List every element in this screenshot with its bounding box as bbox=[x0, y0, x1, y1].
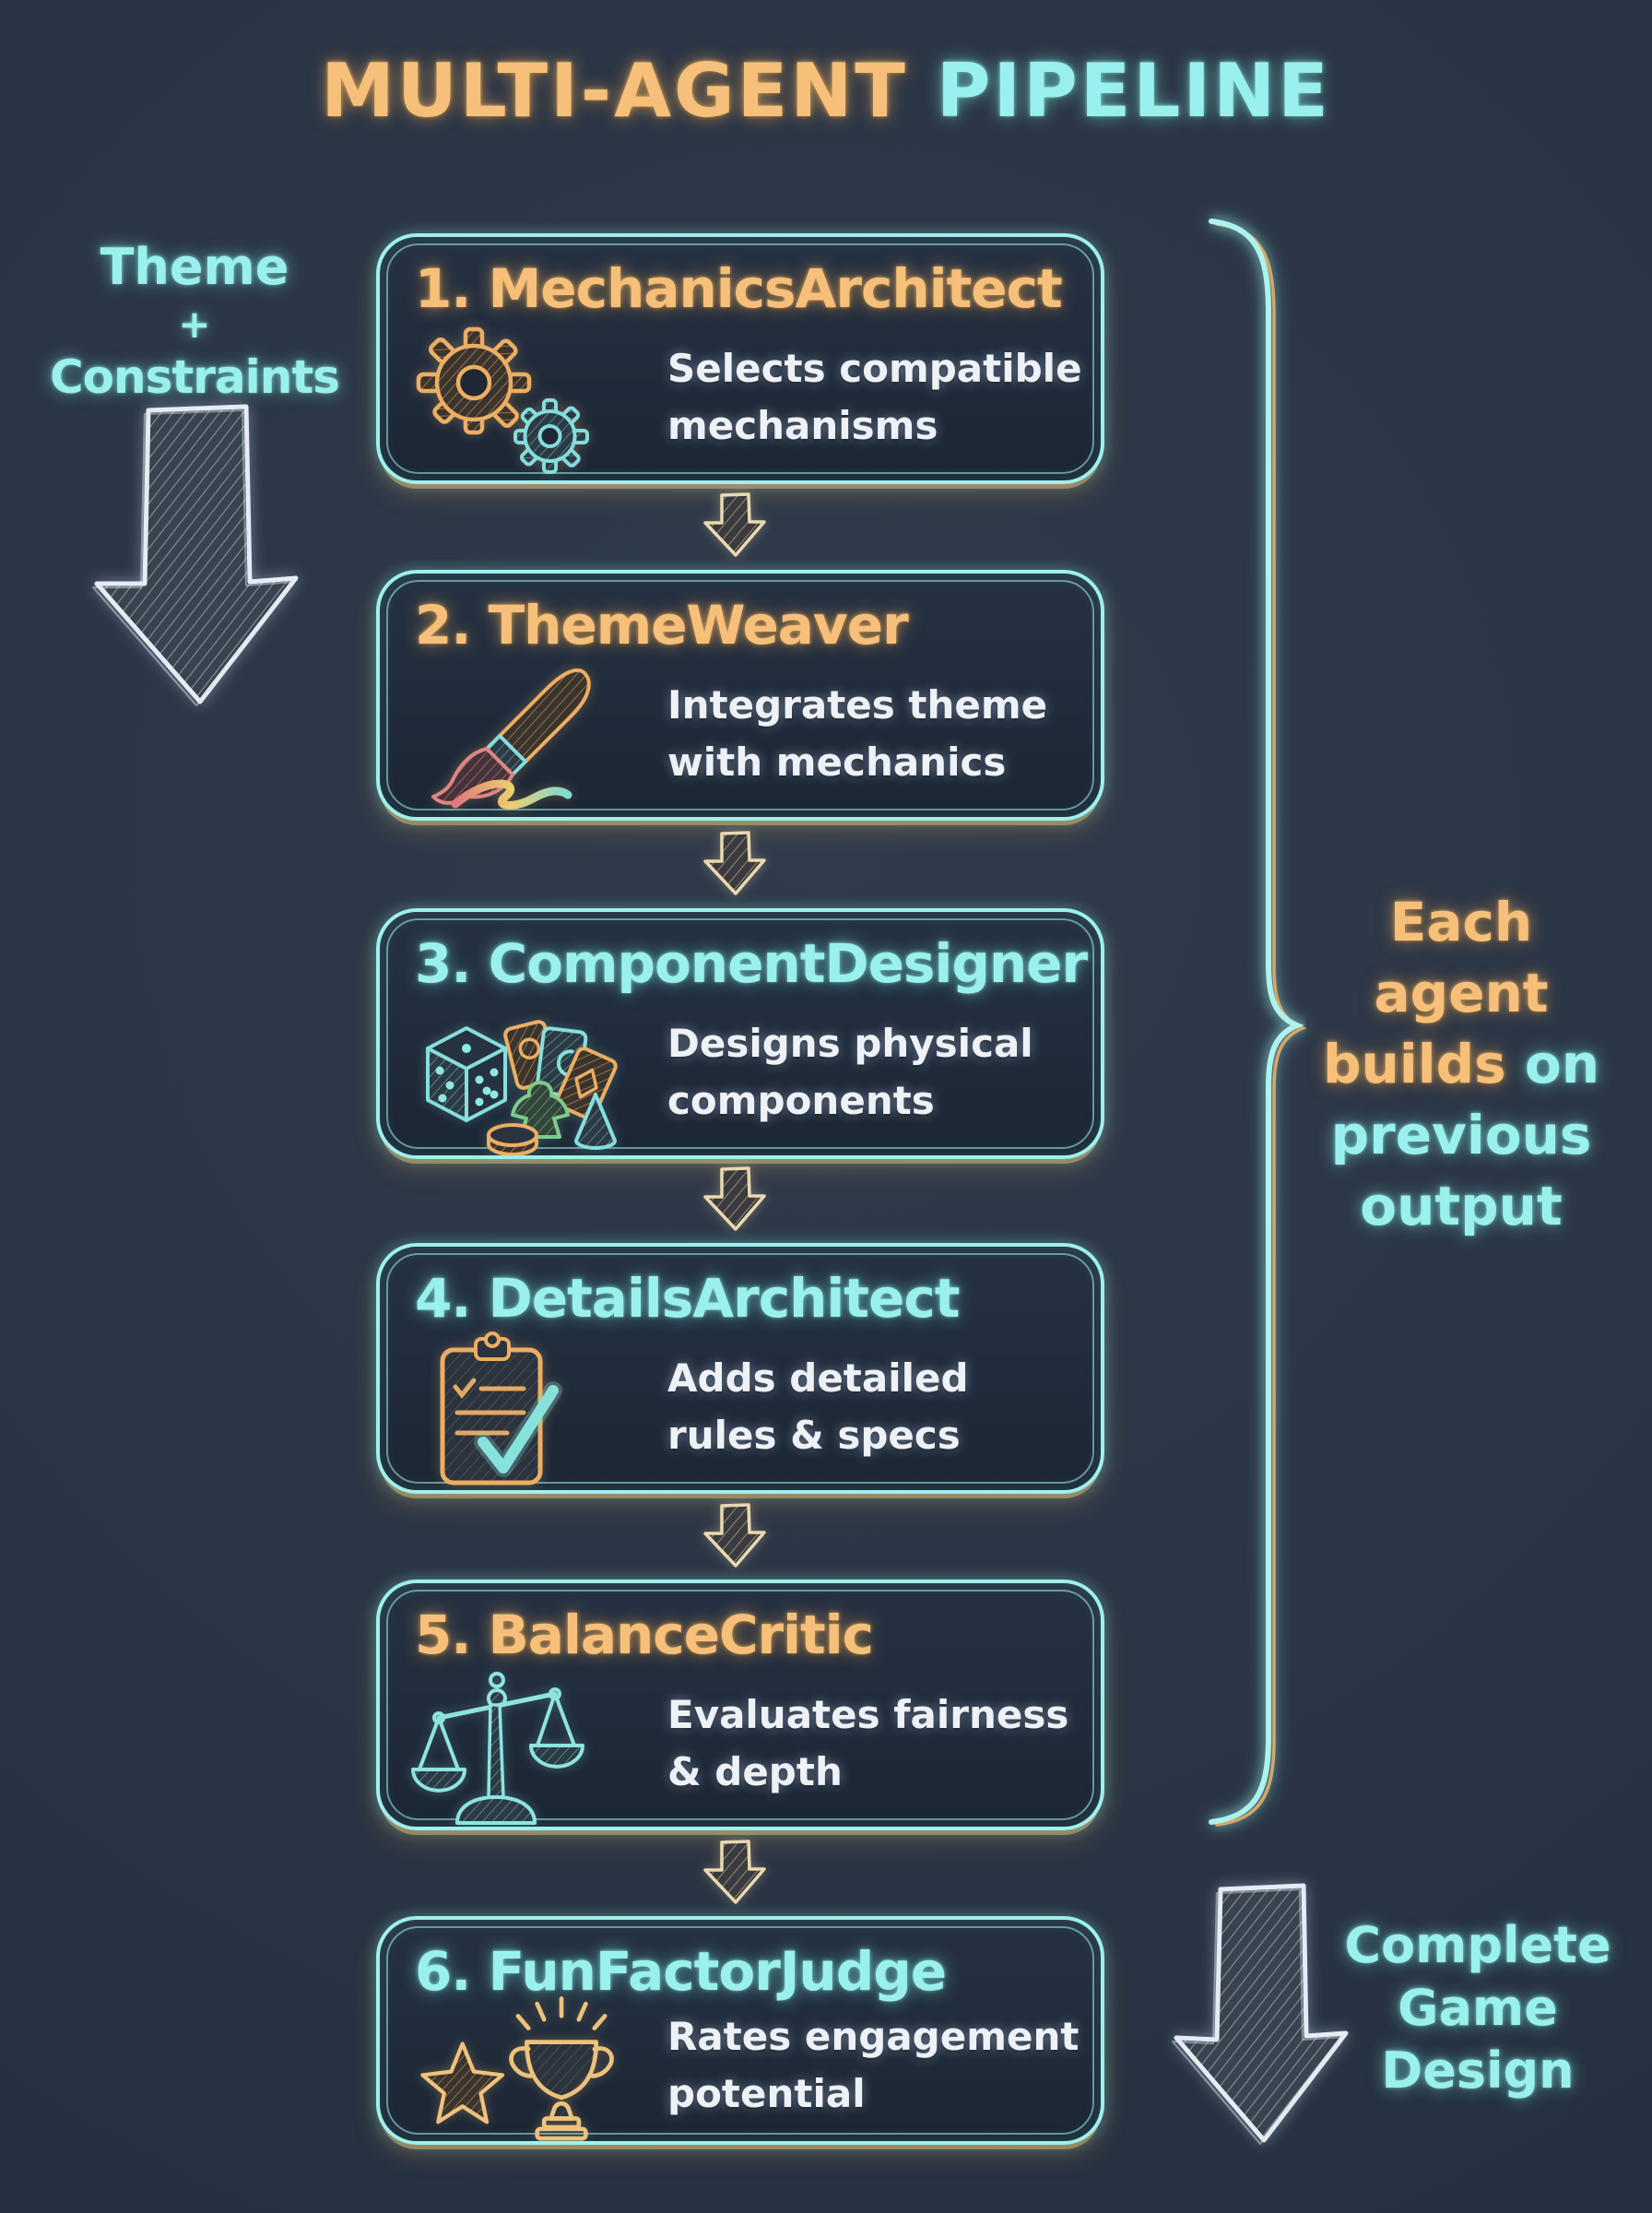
agent-box-themeweaver: 2. ThemeWeaver Integrates theme with mec… bbox=[376, 570, 1104, 821]
agent-desc-line1: Selects compatible bbox=[667, 346, 1082, 391]
agent-name: BalanceCritic bbox=[488, 1604, 874, 1666]
agent-description: Rates engagement potential bbox=[667, 2008, 1079, 2123]
input-note: Theme + Constraints bbox=[15, 238, 374, 404]
game-components-icon bbox=[426, 1020, 618, 1155]
agent-title: 6. FunFactorJudge bbox=[415, 1940, 947, 2003]
brace-note-line4: previous bbox=[1330, 1104, 1592, 1166]
agent-name: DetailsArchitect bbox=[488, 1267, 961, 1330]
agent-number: 3. bbox=[415, 932, 471, 995]
input-note-plus: + bbox=[178, 302, 211, 347]
output-note-line1: Complete bbox=[1344, 1916, 1611, 1974]
output-note-line3: Design bbox=[1381, 2041, 1575, 2100]
input-note-line2: Constraints bbox=[49, 350, 340, 404]
agent-box-detailsarchitect: 4. DetailsArchitect Adds detailed rules … bbox=[376, 1243, 1104, 1494]
agent-desc-line1: Rates engagement bbox=[667, 2014, 1080, 2059]
brace-note-line3: builds on bbox=[1291, 1029, 1632, 1100]
agent-description: Adds detailed rules & specs bbox=[667, 1350, 969, 1464]
output-note: Complete Game Design bbox=[1335, 1914, 1621, 2102]
agent-desc-line1: Evaluates fairness bbox=[667, 1692, 1069, 1737]
agent-number: 4. bbox=[415, 1267, 471, 1330]
gears-icon bbox=[416, 326, 589, 474]
input-arrow-icon bbox=[91, 404, 299, 707]
brace-note: Each agent builds on previous output bbox=[1291, 887, 1632, 1242]
agent-desc-line2: with mechanics bbox=[667, 740, 1007, 785]
agent-title: 4. DetailsArchitect bbox=[415, 1267, 961, 1330]
agent-name: ThemeWeaver bbox=[488, 594, 909, 657]
agent-box-componentdesigner: 3. ComponentDesigner bbox=[376, 908, 1104, 1159]
title-left: MULTI-AGENT bbox=[321, 48, 908, 134]
agent-desc-line1: Integrates theme bbox=[667, 682, 1048, 728]
agent-box-funfactorjudge: 6. FunFactorJudge Rates engagement bbox=[376, 1916, 1104, 2145]
agent-number: 2. bbox=[415, 594, 471, 657]
agent-desc-line2: rules & specs bbox=[667, 1413, 961, 1458]
agent-description: Evaluates fairness & depth bbox=[667, 1686, 1068, 1801]
paintbrush-icon bbox=[431, 668, 591, 810]
agent-description: Selects compatible mechanisms bbox=[667, 340, 1082, 455]
balance-scale-icon bbox=[411, 1672, 584, 1825]
agent-name: FunFactorJudge bbox=[488, 1940, 947, 2003]
agent-desc-line2: components bbox=[667, 1078, 935, 1123]
agent-number: 1. bbox=[415, 257, 471, 320]
clipboard-icon bbox=[440, 1331, 562, 1485]
page-title: MULTI-AGENT PIPELINE bbox=[0, 48, 1652, 134]
agent-desc-line2: potential bbox=[667, 2071, 866, 2116]
brace-note-line1: Each bbox=[1389, 891, 1533, 953]
brace-icon bbox=[1209, 215, 1313, 1828]
flow-arrow-icon bbox=[703, 831, 766, 895]
flow-arrow-icon bbox=[703, 1840, 766, 1904]
agent-title: 3. ComponentDesigner bbox=[415, 932, 1088, 995]
agent-number: 5. bbox=[415, 1604, 471, 1666]
flow-arrow-icon bbox=[703, 492, 766, 557]
agent-box-balancecritic: 5. BalanceCritic Evaluates fairness & de… bbox=[376, 1580, 1104, 1830]
agent-description: Integrates theme with mechanics bbox=[667, 677, 1047, 791]
agent-number: 6. bbox=[415, 1940, 471, 2003]
title-right: PIPELINE bbox=[936, 48, 1331, 134]
agent-box-mechanicsarchitect: 1. MechanicsArchitect Selects co bbox=[376, 233, 1104, 484]
output-arrow-icon bbox=[1171, 1883, 1349, 2146]
flow-arrow-icon bbox=[703, 1503, 766, 1568]
flow-arrow-icon bbox=[703, 1166, 766, 1231]
brace-note-line2: agent bbox=[1374, 962, 1549, 1024]
input-note-line1: Theme bbox=[100, 238, 289, 296]
brace-note-line3-cyan: on bbox=[1524, 1033, 1599, 1095]
star-trophy-icon bbox=[420, 1996, 614, 2141]
agent-desc-line1: Designs physical bbox=[667, 1021, 1033, 1066]
agent-name: ComponentDesigner bbox=[488, 932, 1088, 995]
agent-desc-line2: mechanisms bbox=[667, 403, 938, 448]
brace-note-line5: output bbox=[1360, 1175, 1563, 1237]
output-note-line2: Game bbox=[1398, 1979, 1558, 2037]
agent-name: MechanicsArchitect bbox=[488, 257, 1063, 320]
brace-note-line3-orange: builds bbox=[1323, 1033, 1506, 1095]
agent-title: 5. BalanceCritic bbox=[415, 1604, 874, 1666]
agent-title: 2. ThemeWeaver bbox=[415, 594, 909, 657]
agent-desc-line1: Adds detailed bbox=[667, 1355, 969, 1401]
agent-desc-line2: & depth bbox=[667, 1749, 843, 1794]
agent-description: Designs physical components bbox=[667, 1015, 1033, 1130]
agent-title: 1. MechanicsArchitect bbox=[415, 257, 1063, 320]
